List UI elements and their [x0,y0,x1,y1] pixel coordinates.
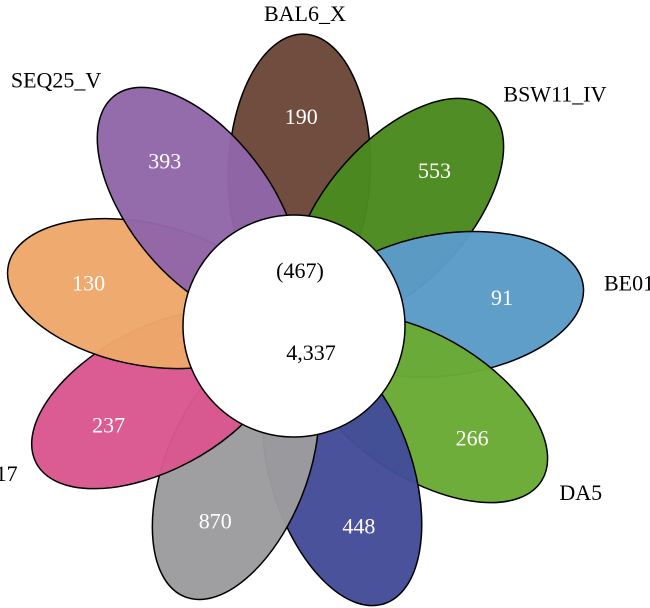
petal-label-bsw11-iv: BSW11_IV [503,81,606,106]
petal-label-bal6-x: BAL6_X [264,1,346,26]
petal-count-hd100: 870 [199,509,232,534]
petal-label-da5: DA5 [559,480,602,505]
petal-label-jy17: JY17 [0,461,18,486]
petal-count-da5: 266 [456,425,489,450]
petal-count-be01: 91 [491,285,513,310]
petal-count-bsw11-iv: 553 [418,158,451,183]
petal-label-be01: BE01 [604,270,650,295]
core-lower-value: 4,337 [286,340,336,365]
petal-count-seq25-v: 393 [148,149,181,174]
petal-label-seq25-v: SEQ25_V [11,67,102,92]
petal-count-bal6-x: 190 [285,104,318,129]
petal-count-db6-ix: 448 [342,514,375,539]
petal-count-jy17: 237 [92,413,125,438]
core-circle [182,214,406,438]
petal-label-hd100: HD100 [112,604,177,608]
core-upper-value: (467) [276,258,324,283]
petal-count-sj: 130 [72,270,105,295]
